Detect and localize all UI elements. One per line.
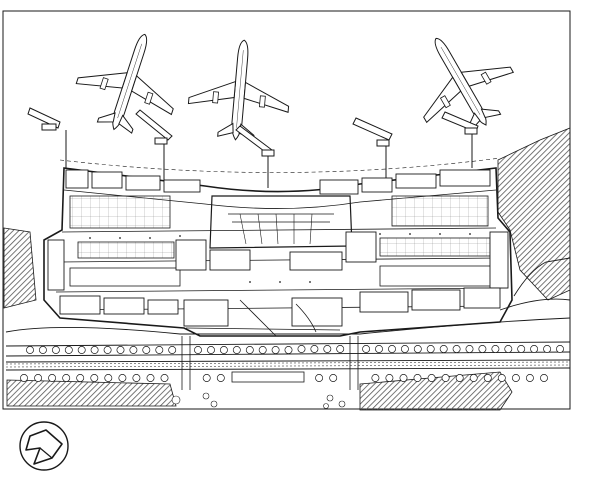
tree: [413, 345, 422, 353]
tree: [297, 345, 306, 353]
tree: [132, 374, 141, 382]
hatched-block-right-upper: [497, 127, 571, 301]
tree-row-lower: [20, 374, 548, 382]
tree: [483, 374, 492, 382]
tree: [118, 374, 127, 382]
tree: [38, 346, 47, 354]
tree: [155, 346, 164, 354]
tree: [426, 345, 435, 353]
tree: [511, 374, 520, 382]
airplane-icon: [65, 18, 193, 146]
tree: [146, 374, 155, 382]
tree: [258, 346, 267, 354]
tree: [245, 346, 254, 354]
terminal-floor-plan: [47, 169, 509, 337]
tree: [271, 346, 280, 354]
tree: [34, 374, 43, 382]
tree: [315, 374, 324, 382]
tree: [90, 346, 99, 354]
tree: [556, 345, 564, 353]
tree: [103, 346, 112, 354]
tree: [202, 374, 211, 382]
tree: [540, 374, 548, 382]
tree: [439, 345, 448, 353]
tree: [399, 374, 408, 382]
tree-row-upper: [26, 345, 564, 354]
tree: [452, 345, 461, 353]
apron-dashed-line: [59, 157, 501, 173]
tree: [64, 346, 73, 354]
rail-tracks: [5, 361, 571, 368]
tree: [26, 346, 34, 354]
tree: [216, 374, 225, 382]
tree: [219, 346, 228, 354]
shrubs: [171, 392, 346, 409]
tree: [427, 374, 436, 382]
airplane-icon: [392, 12, 530, 151]
tree: [465, 345, 474, 353]
tree: [525, 374, 534, 382]
tree: [530, 345, 539, 353]
tree: [168, 346, 177, 354]
tree: [413, 374, 422, 382]
tree: [336, 345, 345, 353]
tree: [323, 345, 332, 353]
tree: [455, 374, 464, 382]
tree: [517, 345, 526, 353]
tree: [104, 374, 113, 382]
tree: [497, 374, 506, 382]
hatched-block-bottom-left: [6, 379, 177, 407]
tree: [362, 345, 371, 353]
tree: [385, 374, 394, 382]
access-roads: [5, 257, 571, 371]
tree: [207, 346, 215, 354]
tree: [20, 374, 28, 382]
tree: [76, 374, 85, 382]
tree: [478, 345, 487, 353]
tree: [388, 345, 396, 353]
tree: [48, 374, 57, 382]
tree: [284, 346, 293, 354]
tree: [491, 345, 500, 353]
tree: [142, 346, 151, 354]
tree: [310, 345, 319, 353]
tree: [400, 345, 409, 353]
tree: [469, 374, 478, 382]
tree: [543, 345, 552, 353]
tree: [51, 346, 60, 354]
tree: [371, 374, 380, 382]
tree: [160, 374, 169, 382]
station-platform: [231, 371, 305, 383]
tree: [232, 346, 241, 354]
hatched-block-left: [3, 227, 37, 309]
tree: [62, 374, 71, 382]
tree: [116, 346, 125, 354]
tree: [504, 345, 513, 353]
tree: [90, 374, 99, 382]
compass-rose-icon: [19, 421, 69, 471]
tree: [77, 346, 86, 354]
jet-bridges: [27, 107, 479, 188]
tree: [194, 346, 202, 354]
tree: [129, 346, 138, 354]
road-connectors: [181, 336, 359, 390]
tree: [329, 374, 338, 382]
tree: [375, 345, 383, 353]
tree: [441, 374, 450, 382]
